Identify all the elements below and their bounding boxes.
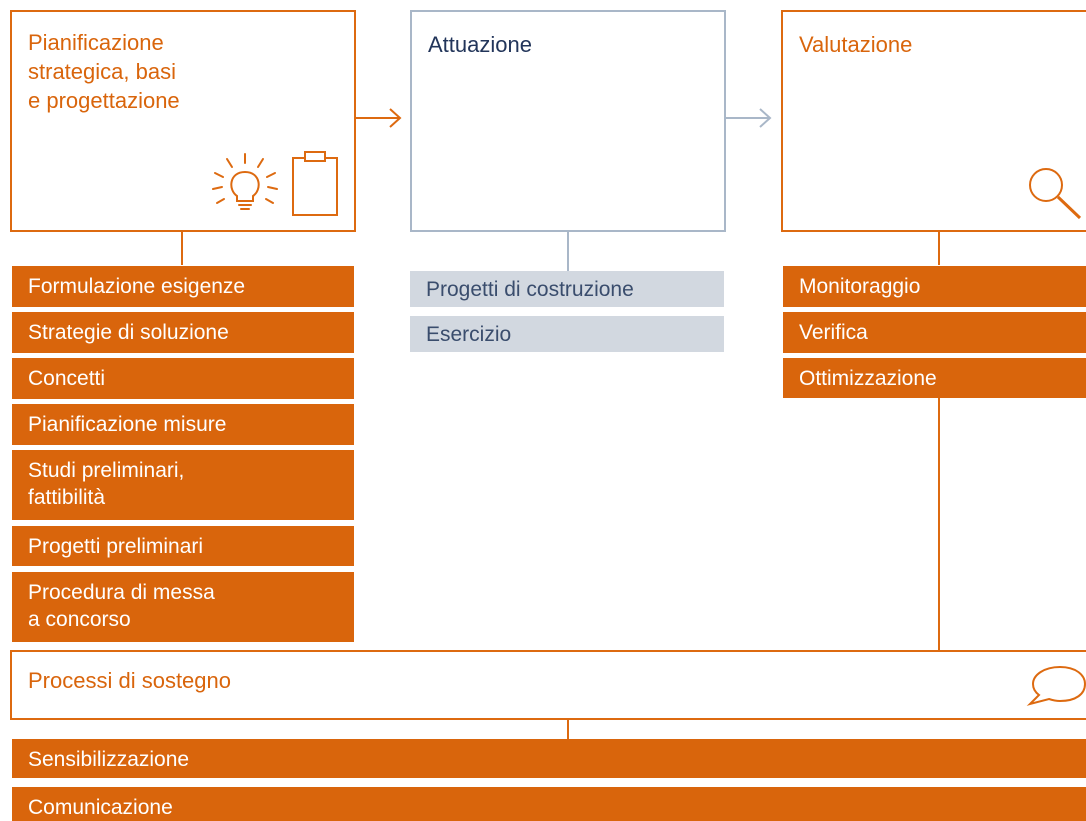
evaluation-title: Valutazione [799,32,913,57]
implementation-box: Attuazione [410,10,726,232]
support-item-awareness: Sensibilizzazione [12,739,1086,778]
support-box: Processi di sostegno [10,650,1086,720]
planning-box: Pianificazione strategica, basi e proget… [10,10,356,232]
implementation-item-construction-projects: Progetti di costruzione [410,271,724,307]
support-title: Processi di sostegno [28,668,231,693]
planning-title: Pianificazione strategica, basi e proget… [28,30,180,113]
arrow-planning-to-implementation [356,108,402,128]
implementation-item-operation: Esercizio [410,316,724,352]
support-connector [567,719,569,739]
implementation-connector [567,231,569,271]
planning-item-concepts: Concetti [12,358,354,399]
lightbulb-icon [212,153,278,210]
evaluation-item-verification: Verifica [783,312,1086,353]
evaluation-to-support-connector [938,397,940,651]
magnifier-icon [1029,168,1082,220]
planning-item-needs: Formulazione esigenze [12,266,354,307]
evaluation-item-optimization: Ottimizzazione [783,358,1086,398]
planning-item-preliminary-studies: Studi preliminari, fattibilità [12,450,354,520]
arrow-implementation-to-evaluation [726,108,772,128]
support-item-communication: Comunicazione [12,787,1086,821]
evaluation-box: Valutazione [781,10,1086,232]
clipboard-icon [292,151,338,216]
evaluation-top-connector [938,231,940,265]
planning-item-tender-procedure: Procedura di messa a concorso [12,572,354,642]
planning-item-solution-strategies: Strategie di soluzione [12,312,354,353]
implementation-title: Attuazione [428,32,532,57]
planning-item-measures: Pianificazione misure [12,404,354,445]
planning-item-preliminary-projects: Progetti preliminari [12,526,354,566]
evaluation-item-monitoring: Monitoraggio [783,266,1086,307]
speech-bubble-icon [1026,665,1086,706]
planning-connector [181,231,183,265]
